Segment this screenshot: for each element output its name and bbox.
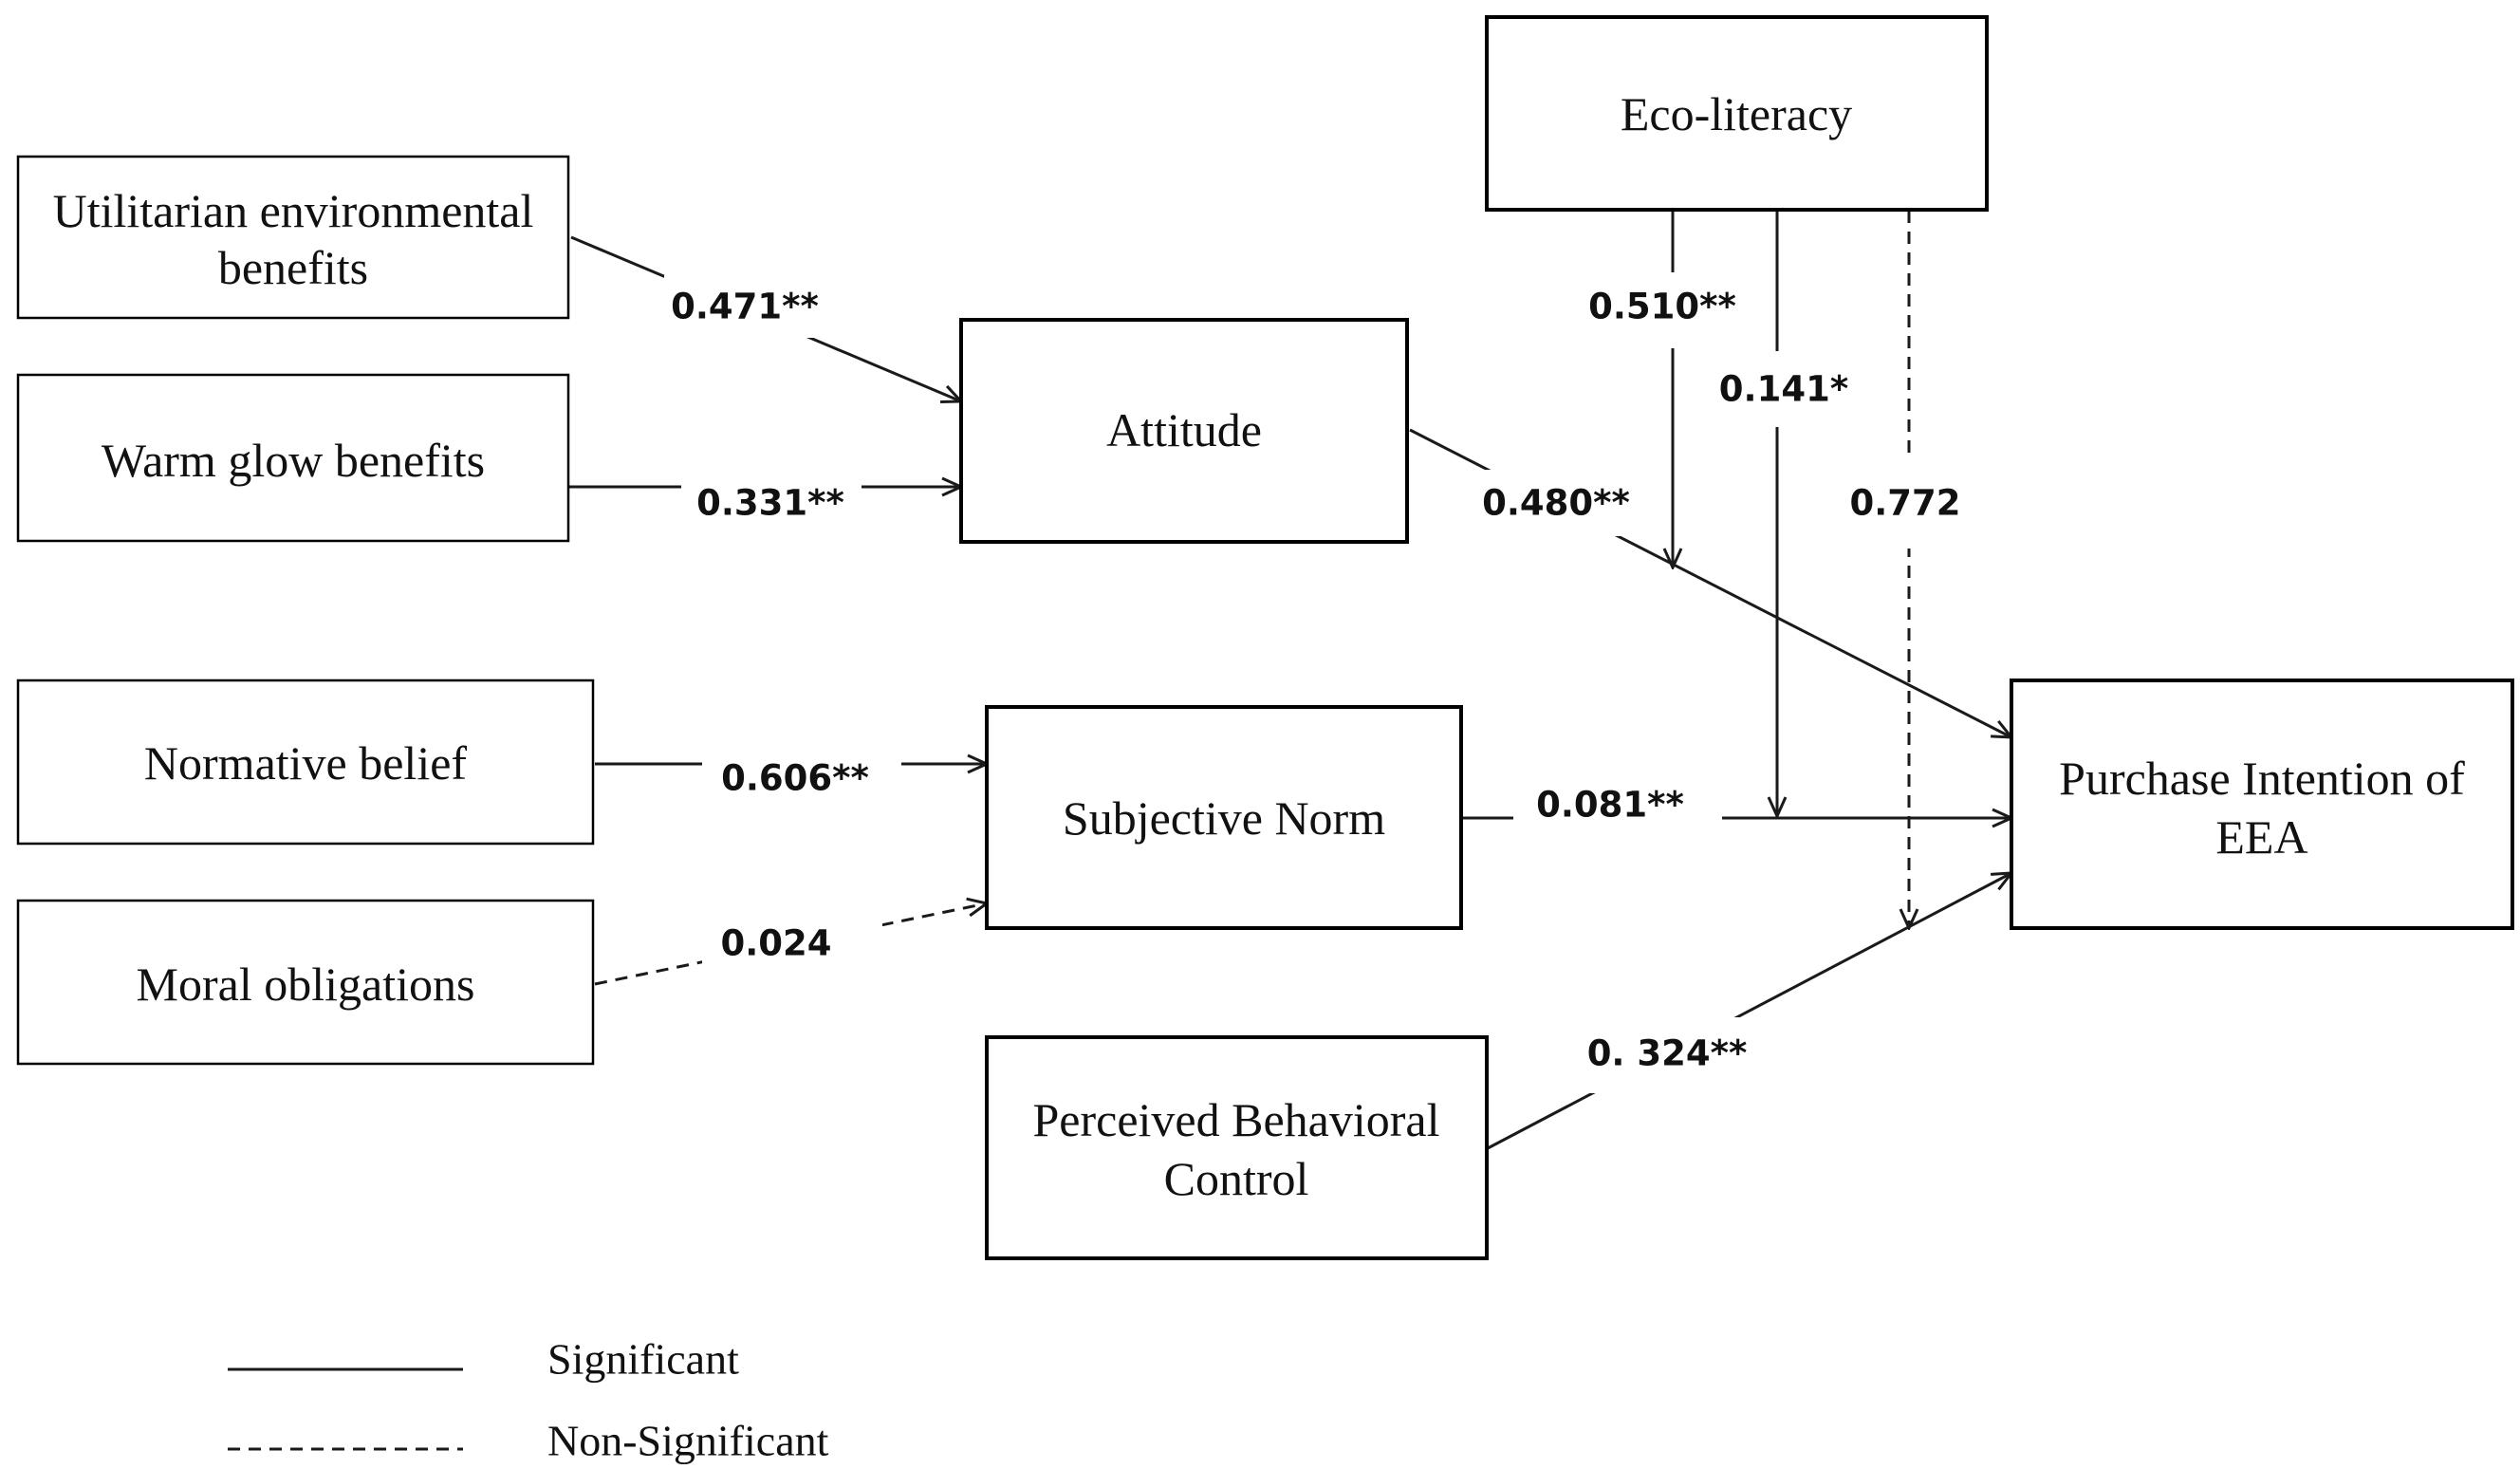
node-purchase-line-1: Purchase Intention of xyxy=(2059,752,2465,805)
coef-text-warmglow-attitude: 0.331** xyxy=(696,483,844,524)
path-line-pbc-purchase xyxy=(1487,873,2011,1150)
node-normative-line-1: Normative belief xyxy=(144,736,467,790)
coef-pbc-purchase: 0. 324** xyxy=(1580,1017,1760,1093)
coef-warmglow-attitude: 0.331** xyxy=(681,472,862,536)
coef-eco-subjective-path: 0.141* xyxy=(1715,351,1862,427)
node-attitude: Attitude xyxy=(959,318,1409,544)
legend: Significant Non-Significant xyxy=(228,1335,829,1465)
node-attitude-line-1: Attitude xyxy=(1106,403,1262,456)
legend-significant-label: Significant xyxy=(547,1335,739,1384)
coef-subjective-purchase: 0.081** xyxy=(1513,771,1722,845)
coef-normative-subjective: 0.606** xyxy=(702,745,901,811)
coef-text-attitude-purchase: 0.480** xyxy=(1482,483,1630,524)
coef-text-eco-attitude-path: 0.510** xyxy=(1588,287,1736,327)
coef-moral-subjective: 0.024 xyxy=(702,911,882,977)
node-perceived-behavioral-control: Perceived Behavioral Control xyxy=(985,1035,1489,1260)
coef-attitude-purchase: 0.480** xyxy=(1466,470,1637,536)
coef-eco-attitude-path: 0.510** xyxy=(1570,272,1751,348)
node-moral-obligations: Moral obligations xyxy=(16,899,595,1066)
coef-eco-pbc-path: 0.772 xyxy=(1845,456,1973,549)
node-subjective-line-1: Subjective Norm xyxy=(1063,791,1385,845)
node-subjective-norm: Subjective Norm xyxy=(985,705,1463,930)
node-purchase-line-2: EEA xyxy=(2215,810,2307,864)
node-normative-belief: Normative belief xyxy=(16,679,595,846)
legend-non-significant-label: Non-Significant xyxy=(547,1417,829,1465)
node-pbc-line-1: Perceived Behavioral xyxy=(1033,1093,1440,1146)
coef-text-subjective-purchase: 0.081** xyxy=(1536,785,1684,826)
node-purchase-intention: Purchase Intention of EEA xyxy=(2010,679,2514,930)
node-moral-line-1: Moral obligations xyxy=(137,958,475,1011)
coef-text-moral-subjective: 0.024 xyxy=(720,923,831,964)
node-pbc-line-2: Control xyxy=(1164,1152,1309,1205)
coef-text-normative-subjective: 0.606** xyxy=(721,758,869,799)
coef-text-eco-pbc-path: 0.772 xyxy=(1849,483,1960,524)
node-utilitarian-environmental-benefits: Utilitarian environmental benefits xyxy=(16,155,570,320)
node-warm-glow-benefits: Warm glow benefits xyxy=(16,373,570,543)
node-utilitarian-line-2: benefits xyxy=(218,241,368,294)
node-utilitarian-line-1: Utilitarian environmental xyxy=(53,184,534,237)
node-warm-glow-line-1: Warm glow benefits xyxy=(102,434,485,487)
coef-utilitarian-attitude: 0.471** xyxy=(664,275,825,338)
node-eco-line-1: Eco-literacy xyxy=(1621,87,1852,140)
coef-text-eco-subjective-path: 0.141* xyxy=(1719,369,1848,410)
coef-text-pbc-purchase: 0. 324** xyxy=(1587,1033,1748,1074)
node-eco-literacy: Eco-literacy xyxy=(1485,15,1989,212)
coef-text-utilitarian-attitude: 0.471** xyxy=(671,287,819,327)
